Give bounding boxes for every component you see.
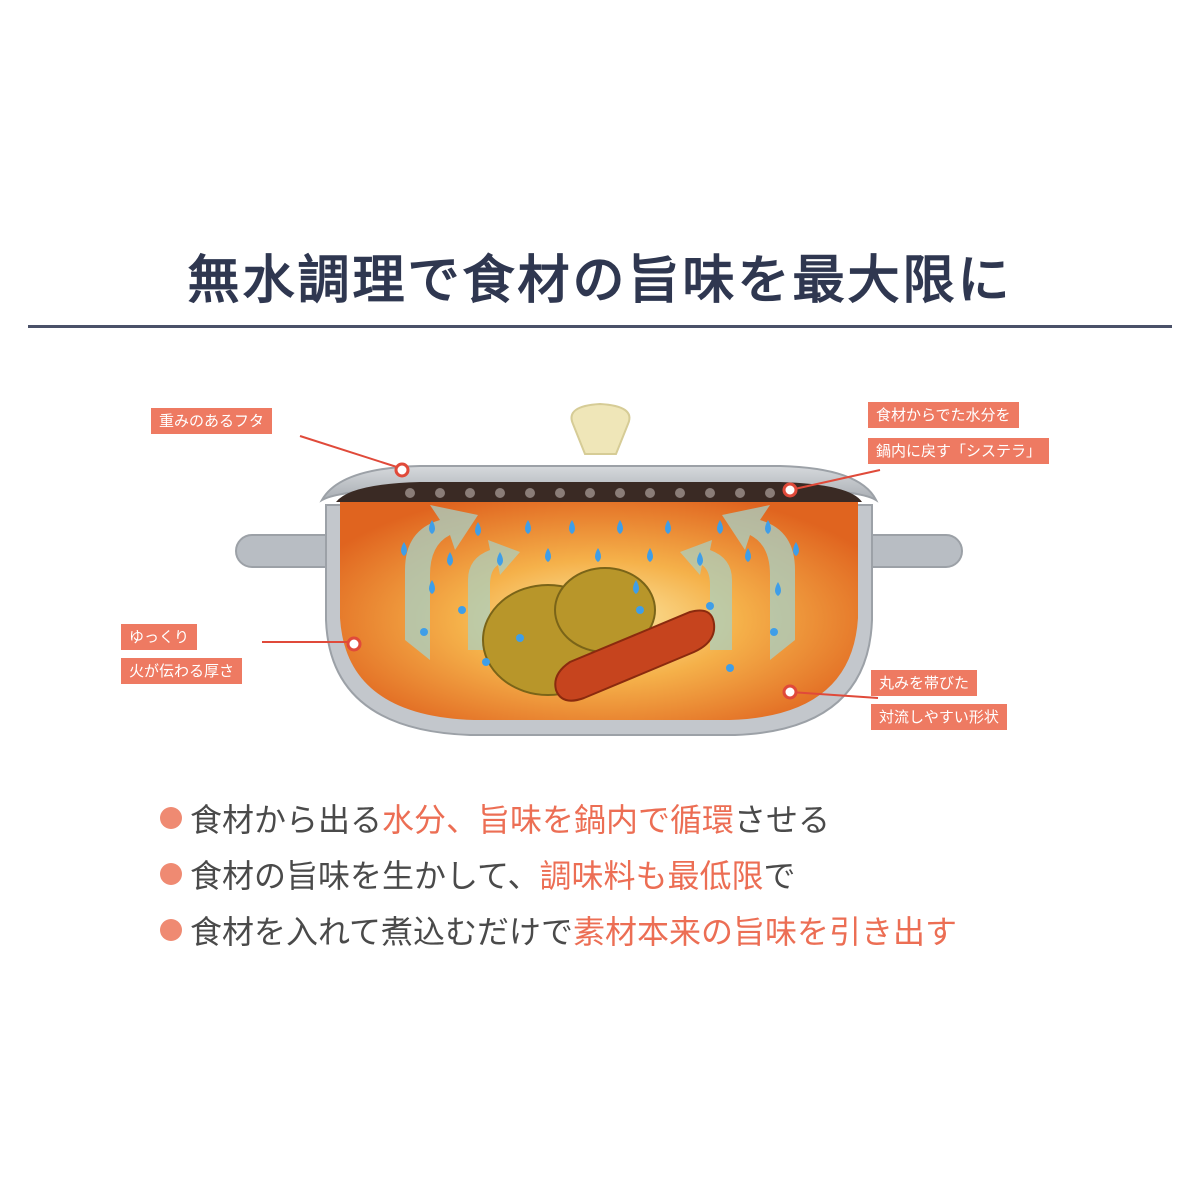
- carrot: [554, 609, 716, 702]
- feature-item: 食材の旨味を生かして、調味料も最低限で: [160, 846, 1120, 902]
- callout-heavy-lid: 重みのあるフタ: [151, 408, 273, 434]
- page-title: 無水調理で食材の旨味を最大限に: [187, 251, 1013, 311]
- callout-thickness-line2: 火が伝わる厚さ: [121, 658, 243, 684]
- callout-thickness-line1: ゆっくり: [121, 624, 198, 650]
- convection-arrow-left-inner: [468, 540, 520, 650]
- bullet-dot-icon: [160, 807, 182, 829]
- feature-list: 食材から出る水分、旨味を鍋内で循環させる 食材の旨味を生かして、調味料も最低限で…: [160, 790, 1120, 958]
- feature-item: 食材を入れて煮込むだけで素材本来の旨味を引き出す: [160, 902, 1120, 958]
- callout-shape-line1: 丸みを帯びた: [871, 670, 978, 696]
- pot-illustration: [235, 402, 963, 736]
- systera-dimples: [405, 488, 775, 498]
- callout-shape-line2: 対流しやすい形状: [871, 704, 1007, 730]
- feature-text: 食材を入れて煮込むだけで: [190, 913, 574, 951]
- feature-text: 食材から出る: [190, 801, 383, 839]
- bullet-dot-icon: [160, 863, 182, 885]
- pot-diagram: 重みのあるフタ 食材からでた水分を 鍋内に戻す「システラ」 ゆっくり 火が伝わる…: [0, 380, 1200, 760]
- title-divider: [28, 325, 1172, 328]
- callout-systera-line1: 食材からでた水分を: [868, 402, 1019, 428]
- feature-highlight: 調味料も最低限: [539, 857, 764, 895]
- lid-knob: [570, 402, 631, 455]
- convection-arrow-right-inner: [680, 540, 732, 650]
- bullet-dot-icon: [160, 919, 182, 941]
- water-drops: [401, 520, 799, 672]
- feature-text: させる: [734, 801, 831, 839]
- callout-lines: [262, 435, 881, 699]
- feature-highlight: 素材本来の旨味を引き出す: [573, 913, 958, 951]
- feature-highlight: 水分、旨味を鍋内で循環: [382, 801, 735, 839]
- feature-text: 食材の旨味を生かして、: [190, 857, 540, 895]
- convection-arrow-left: [405, 505, 478, 660]
- callout-dots: [346, 462, 798, 700]
- callout-systera-line2: 鍋内に戻す「システラ」: [868, 438, 1050, 464]
- convection-arrow-right: [722, 505, 795, 660]
- feature-item: 食材から出る水分、旨味を鍋内で循環させる: [160, 790, 1120, 846]
- feature-text: で: [763, 857, 796, 895]
